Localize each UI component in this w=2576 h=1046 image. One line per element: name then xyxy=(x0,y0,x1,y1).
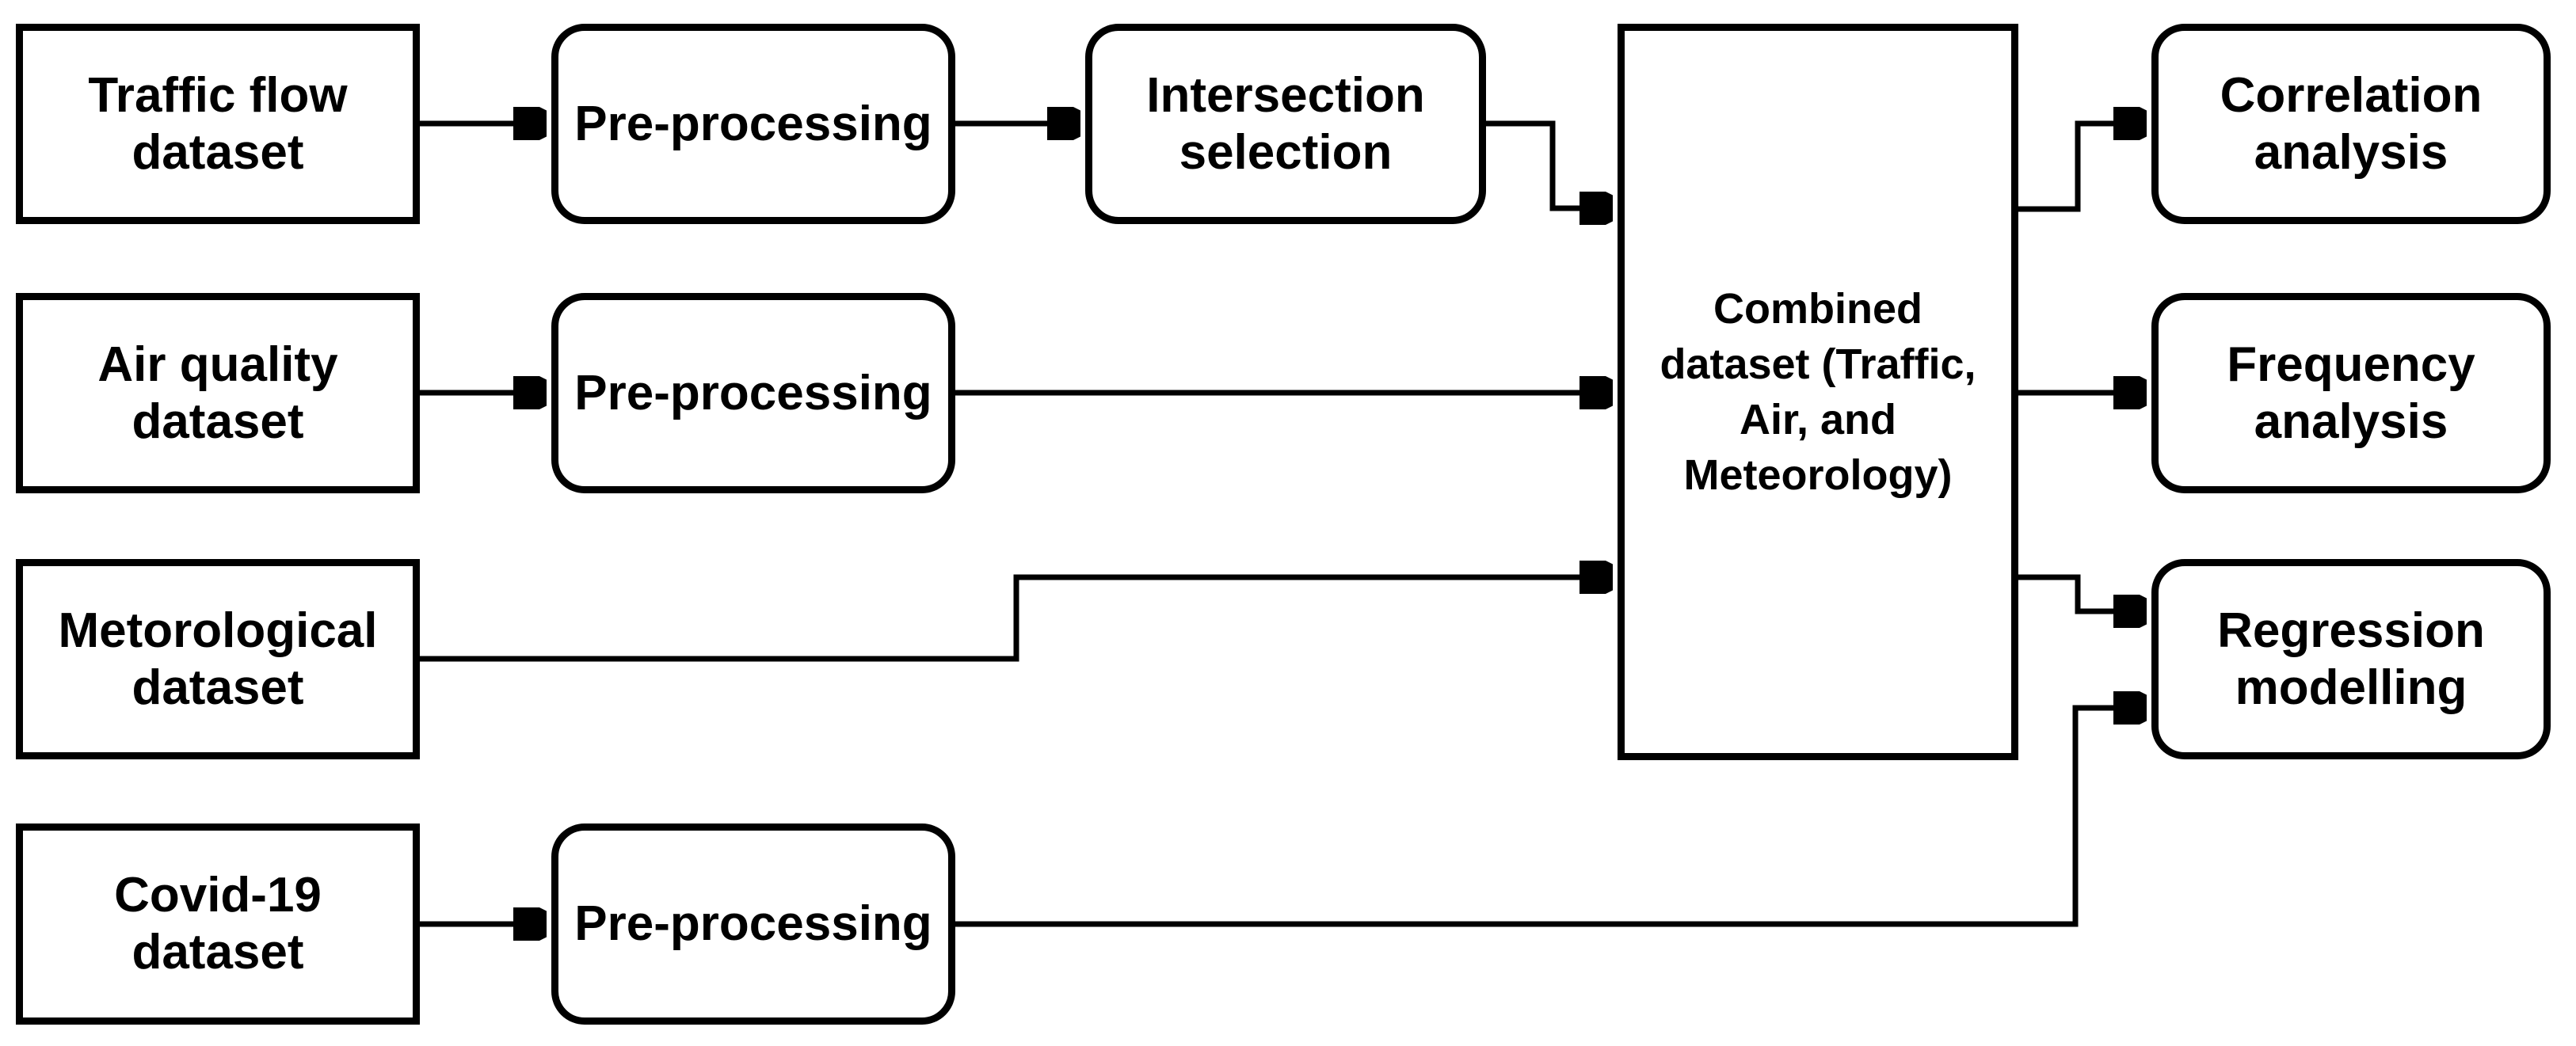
edge-combined-to-correlation xyxy=(2018,124,2145,212)
edge-preprocessing-to-regression xyxy=(955,708,2145,927)
node-preprocessing-covid-label: Pre-processing xyxy=(574,896,932,952)
node-preprocessing-traffic-label: Pre-processing xyxy=(574,96,932,151)
edge-meteorological-to-combined xyxy=(420,577,1611,662)
node-frequency-analysis-label: Frequency analysis xyxy=(2227,337,2475,449)
node-meteorological-dataset-label: Metorological dataset xyxy=(58,603,378,715)
node-intersection-selection-label: Intersection selection xyxy=(1146,67,1425,180)
node-meteorological-dataset: Metorological dataset xyxy=(16,559,420,759)
node-preprocessing-covid: Pre-processing xyxy=(551,823,955,1025)
node-preprocessing-traffic: Pre-processing xyxy=(551,24,955,224)
node-traffic-flow-dataset-label: Traffic flow dataset xyxy=(88,67,348,180)
node-frequency-analysis: Frequency analysis xyxy=(2151,293,2551,493)
node-regression-modelling: Regression modelling xyxy=(2151,559,2551,759)
node-correlation-analysis-label: Correlation analysis xyxy=(2220,67,2483,180)
edge-combined-to-regression xyxy=(2018,574,2145,611)
edge-intersection-to-combined xyxy=(1486,120,1611,208)
node-regression-modelling-label: Regression modelling xyxy=(2217,603,2485,715)
node-intersection-selection: Intersection selection xyxy=(1085,24,1486,224)
node-covid-dataset: Covid-19 dataset xyxy=(16,823,420,1025)
node-air-quality-dataset: Air quality dataset xyxy=(16,293,420,493)
node-preprocessing-air-label: Pre-processing xyxy=(574,365,932,420)
node-covid-dataset-label: Covid-19 dataset xyxy=(114,868,322,979)
node-preprocessing-air: Pre-processing xyxy=(551,293,955,493)
node-traffic-flow-dataset: Traffic flow dataset xyxy=(16,24,420,224)
node-air-quality-dataset-label: Air quality dataset xyxy=(97,337,338,449)
node-combined-dataset: Combined dataset (Traffic, Air, and Mete… xyxy=(1618,24,2018,760)
node-correlation-analysis: Correlation analysis xyxy=(2151,24,2551,224)
node-combined-dataset-label: Combined dataset (Traffic, Air, and Mete… xyxy=(1660,284,1976,500)
